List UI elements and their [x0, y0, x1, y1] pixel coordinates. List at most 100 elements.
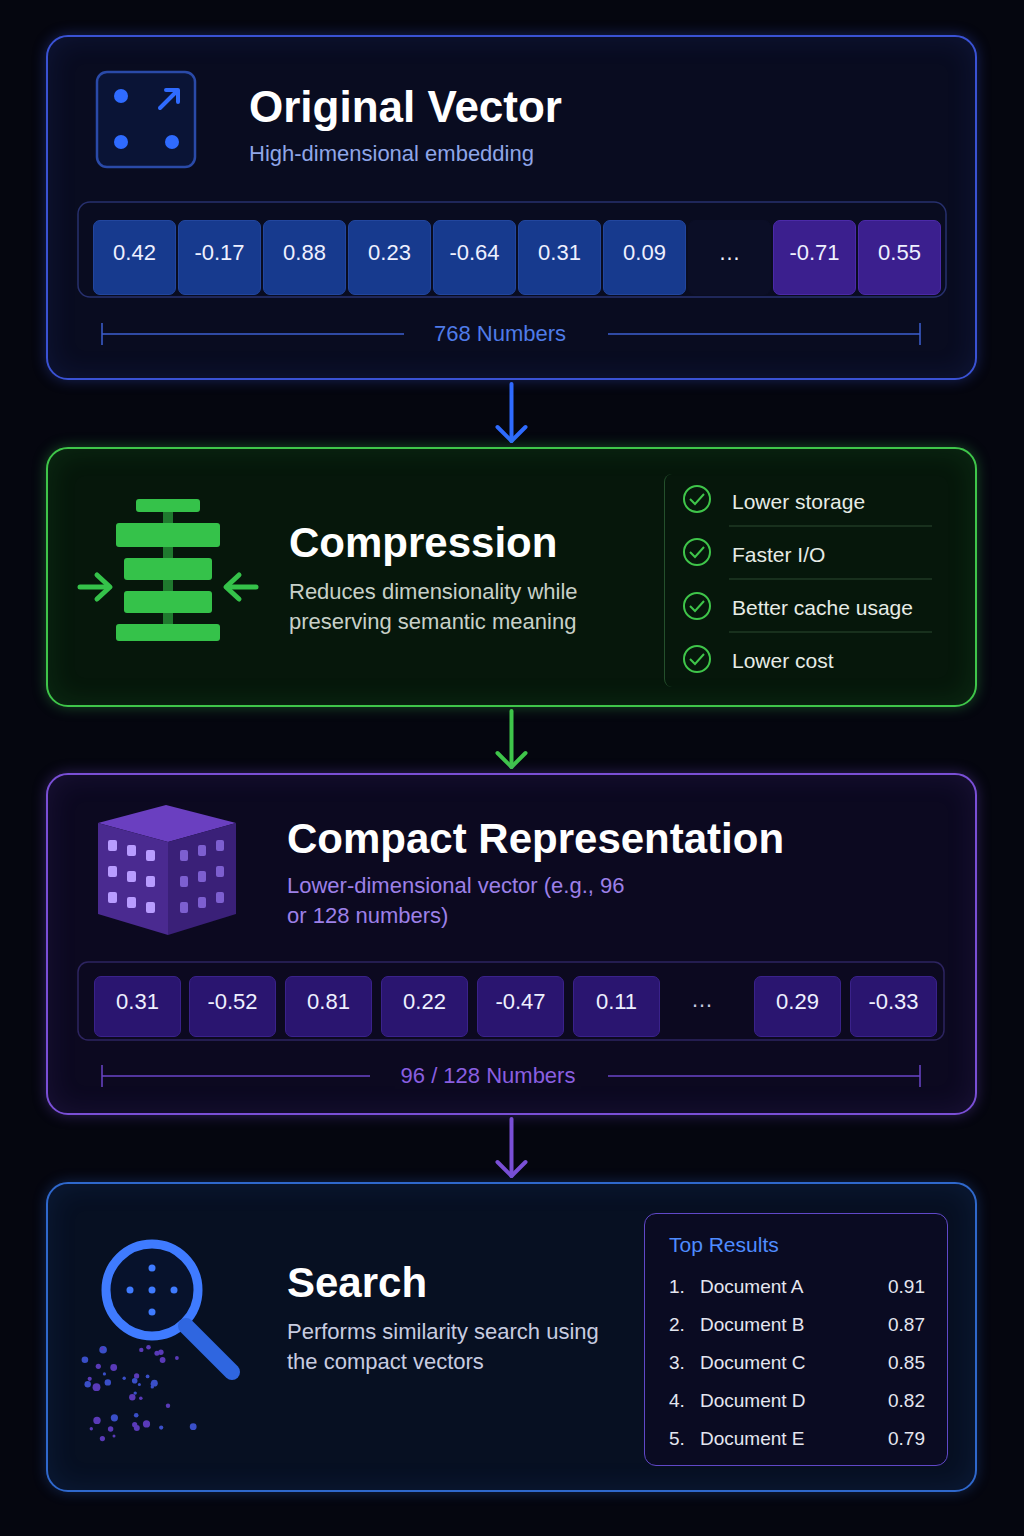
dimension-line — [102, 323, 920, 345]
search-particle — [88, 1377, 92, 1381]
press-icon — [80, 499, 256, 641]
stage-panel: SearchPerforms similarity search using t… — [46, 1182, 977, 1492]
results-box: Top Results 1.Document A 0.91 2.Document B 0… — [644, 1213, 948, 1466]
cell-value: -0.33 — [851, 977, 936, 1036]
cube-dot — [108, 892, 117, 903]
result-text: 2. — [669, 1312, 695, 1338]
search-particle — [93, 1383, 101, 1391]
cube-dot — [146, 902, 155, 913]
cell-value: 0.81 — [286, 977, 371, 1036]
search-particle — [134, 1373, 139, 1378]
cell-value: -0.52 — [190, 977, 275, 1036]
value-cell: 0.81 — [285, 976, 372, 1037]
cube-dot — [216, 840, 224, 851]
cube-dot — [146, 876, 155, 887]
value-cell: 0.11 — [573, 976, 660, 1037]
vector-row-frame — [78, 202, 946, 297]
value-cell: -0.52 — [189, 976, 276, 1037]
search-particle — [134, 1413, 139, 1418]
search-particle — [105, 1379, 111, 1385]
cell-value: 0.42 — [94, 221, 175, 294]
cube-dot — [198, 871, 206, 882]
cell-value: -0.47 — [478, 977, 563, 1036]
cell-value: 0.09 — [604, 221, 685, 294]
search-particle — [134, 1425, 140, 1431]
panel-subtitle: High-dimensional embedding — [249, 139, 849, 169]
result-text: 5. — [669, 1426, 695, 1452]
search-particle — [110, 1364, 117, 1371]
cell-value: 0.31 — [95, 977, 180, 1036]
search-particle — [82, 1356, 89, 1363]
search-particle — [132, 1422, 137, 1427]
search-particle — [132, 1378, 138, 1384]
dimension-label: 96 / 128 Numbers — [395, 1063, 582, 1089]
cell-value: -0.71 — [774, 221, 855, 294]
value-cell: … — [688, 220, 771, 295]
value-cell: 0.22 — [381, 976, 468, 1037]
result-text: 0.79 — [867, 1426, 925, 1452]
result-text: 1. — [669, 1274, 695, 1300]
panel-subtitle: Performs similarity search using the com… — [287, 1317, 617, 1376]
value-cell: 0.23 — [348, 220, 431, 295]
cube-dot — [180, 876, 188, 887]
search-particle — [159, 1426, 163, 1430]
benefit-item: Faster I/O — [732, 541, 937, 569]
cell-value: 0.22 — [382, 977, 467, 1036]
search-particle — [146, 1345, 151, 1350]
value-cell: -0.47 — [477, 976, 564, 1037]
search-particle — [160, 1357, 166, 1363]
benefit-item: Better cache usage — [732, 594, 937, 622]
value-cell: 0.29 — [754, 976, 841, 1037]
benefit-list: Lower storageFaster I/OBetter cache usag… — [664, 474, 948, 687]
search-particle — [190, 1423, 197, 1430]
cell-value: -0.64 — [434, 221, 515, 294]
cube-dot — [146, 850, 155, 861]
cube-dot — [127, 871, 136, 882]
search-particle — [99, 1346, 107, 1354]
search-particle — [123, 1377, 126, 1380]
value-cell: 0.42 — [93, 220, 176, 295]
result-text: Document B — [700, 1312, 860, 1338]
checklist-marks — [684, 486, 710, 672]
search-particle — [138, 1383, 141, 1386]
flow-arrow — [498, 384, 526, 441]
cube-dot — [198, 897, 206, 908]
panel-title: Compact Representation — [287, 811, 887, 868]
cube-dot — [180, 902, 188, 913]
result-text: Top Results — [669, 1231, 919, 1259]
result-text: Document D — [700, 1388, 860, 1414]
panel-title: Original Vector — [249, 77, 849, 136]
value-cell: -0.33 — [850, 976, 937, 1037]
search-particle — [158, 1350, 163, 1355]
cube-dot — [127, 897, 136, 908]
value-cell: 0.31 — [518, 220, 601, 295]
dimension-line — [102, 1065, 920, 1087]
value-cell: 0.31 — [94, 976, 181, 1037]
value-cell: -0.71 — [773, 220, 856, 295]
value-cell: -0.17 — [178, 220, 261, 295]
stage-panel: CompressionReduces dimensionality while … — [46, 447, 977, 707]
cube-dot — [108, 840, 117, 851]
panel-title: Search — [287, 1255, 617, 1312]
result-text: 0.82 — [867, 1388, 925, 1414]
flow-arrow — [498, 1119, 526, 1176]
search-particle — [93, 1417, 100, 1424]
result-text: Document A — [700, 1274, 860, 1300]
panel-title: Compression — [289, 515, 649, 572]
search-particle — [129, 1394, 135, 1400]
value-cell: 0.55 — [858, 220, 941, 295]
cell-value: 0.88 — [264, 221, 345, 294]
result-text: Document E — [700, 1426, 860, 1452]
search-particle — [100, 1436, 105, 1441]
panel-subtitle: Lower-dimensional vector (e.g., 96 or 12… — [287, 871, 627, 930]
vector-icon — [97, 72, 195, 167]
search-particle — [151, 1380, 158, 1387]
compact-row-frame — [78, 962, 944, 1040]
cube-dot — [216, 892, 224, 903]
value-cell: 0.09 — [603, 220, 686, 295]
search-particle — [154, 1351, 159, 1356]
flow-arrow — [498, 711, 526, 767]
cube-dot — [216, 866, 224, 877]
result-text: 0.91 — [867, 1274, 925, 1300]
